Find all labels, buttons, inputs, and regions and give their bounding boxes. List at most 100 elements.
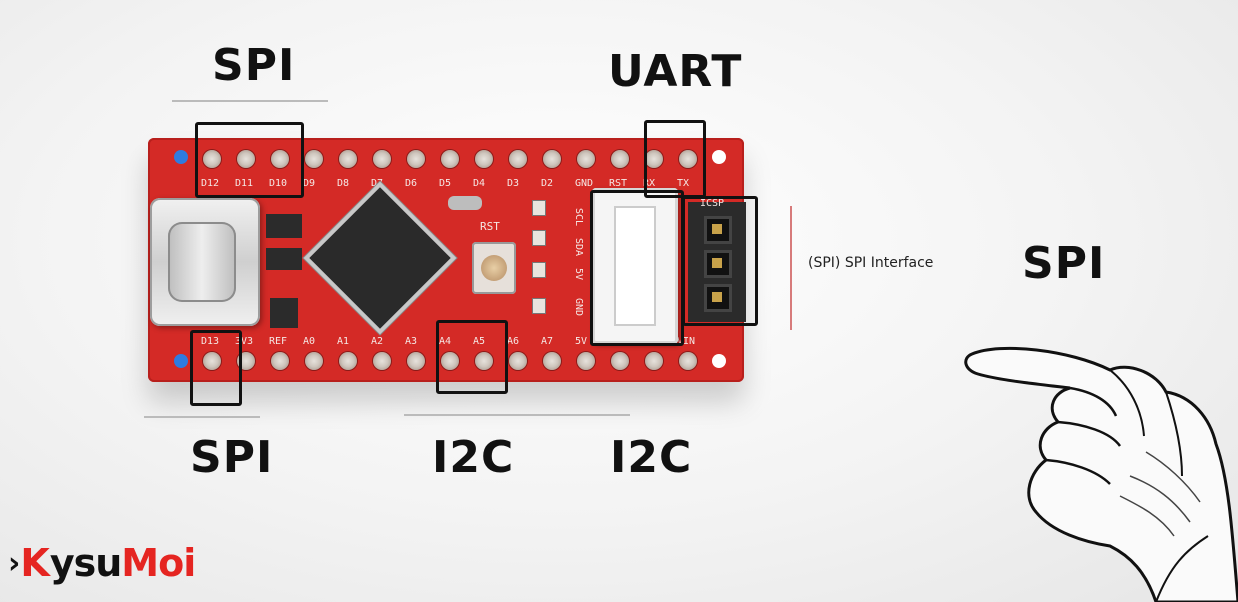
bottom-pin-a6 bbox=[509, 352, 527, 370]
spi-bottom-highlight-box bbox=[190, 330, 242, 406]
top-pin-d9 bbox=[305, 150, 323, 168]
top-pin-label: TX bbox=[677, 178, 690, 189]
top-pin-label: D11 bbox=[235, 178, 254, 189]
top-pin-label: D7 bbox=[371, 178, 384, 189]
bottom-pin-label: REF bbox=[269, 336, 288, 347]
top-pin-gnd bbox=[577, 150, 595, 168]
bottom-pin-label: A4 bbox=[439, 336, 452, 347]
bottom-pin-a0 bbox=[305, 352, 323, 370]
top-pin-tx bbox=[679, 150, 697, 168]
top-pin-d5 bbox=[441, 150, 459, 168]
top-pin-label: D8 bbox=[337, 178, 350, 189]
bottom-pin-label: A7 bbox=[541, 336, 554, 347]
bottom-pin-a2 bbox=[373, 352, 391, 370]
bottom-pin-gnd bbox=[645, 352, 663, 370]
bottom-pin-ref bbox=[271, 352, 289, 370]
i2c-connector bbox=[592, 188, 678, 344]
icsp-pin bbox=[704, 250, 732, 278]
bottom-pin-label: A0 bbox=[303, 336, 316, 347]
reset-button[interactable] bbox=[472, 242, 516, 294]
mount-hole-top-right bbox=[712, 150, 726, 164]
logo-text: ysuMoi bbox=[49, 541, 196, 585]
top-pin-d10 bbox=[271, 150, 289, 168]
bottom-pin-vin bbox=[679, 352, 697, 370]
top-pin-d12 bbox=[203, 150, 221, 168]
bottom-pin-label: 5V bbox=[575, 336, 588, 347]
bottom-pin-label: A3 bbox=[405, 336, 418, 347]
usb-c-connector bbox=[150, 198, 260, 326]
top-pin-d4 bbox=[475, 150, 493, 168]
led bbox=[532, 298, 546, 314]
kysumoi-logo: › K ysuMoi bbox=[8, 540, 196, 586]
logo-mark: K bbox=[20, 541, 50, 585]
bottom-pin-label: 3V3 bbox=[235, 336, 254, 347]
i2c-right-highlight-box bbox=[590, 190, 684, 346]
top-pin-label: GND bbox=[575, 178, 594, 189]
top-pin-label: RST bbox=[609, 178, 628, 189]
spi-top-bracket bbox=[172, 100, 328, 110]
usb-c-port bbox=[168, 222, 236, 302]
connector-label: 5V bbox=[573, 268, 584, 281]
smd-component bbox=[270, 298, 298, 328]
connector-slot bbox=[614, 206, 656, 326]
top-pin-d3 bbox=[509, 150, 527, 168]
bottom-pin-label: A1 bbox=[337, 336, 350, 347]
rst-label: RST bbox=[480, 220, 500, 233]
smd-component bbox=[266, 248, 302, 270]
icsp-label: ICSP bbox=[700, 198, 725, 209]
crystal bbox=[448, 196, 482, 210]
led bbox=[532, 262, 546, 278]
i2c-bottom-bracket bbox=[404, 414, 630, 424]
bottom-pin-label: A2 bbox=[371, 336, 384, 347]
mount-hole-bottom-right bbox=[712, 354, 726, 368]
top-pin-d6 bbox=[407, 150, 425, 168]
spi-bottom-label: SPI bbox=[190, 432, 274, 483]
icsp-header bbox=[688, 202, 746, 322]
top-pin-rst bbox=[611, 150, 629, 168]
mount-hole-top-left bbox=[174, 150, 188, 164]
spi-bottom-bracket bbox=[144, 416, 260, 426]
mount-hole-bottom-left bbox=[174, 354, 188, 368]
top-pin-label: D9 bbox=[303, 178, 316, 189]
led bbox=[532, 230, 546, 246]
logo-text-b: Moi bbox=[121, 541, 196, 585]
bottom-pin-d13 bbox=[203, 352, 221, 370]
bottom-pin-a7 bbox=[543, 352, 561, 370]
top-pin-label: D10 bbox=[269, 178, 288, 189]
spi-top-highlight-box bbox=[195, 122, 304, 198]
top-pin-label: RX bbox=[643, 178, 656, 189]
smd-component bbox=[266, 214, 302, 238]
top-pin-label: D12 bbox=[201, 178, 220, 189]
i2c-bottom-right-label: I2C bbox=[610, 432, 693, 483]
spi-right-label: SPI bbox=[1022, 238, 1106, 289]
bottom-pin-label: VIN bbox=[677, 336, 696, 347]
logo-arrow-icon: › bbox=[8, 545, 21, 581]
connector-label: SCL bbox=[573, 208, 584, 227]
bottom-pin-rst bbox=[611, 352, 629, 370]
pointing-hand-icon bbox=[964, 346, 1238, 602]
top-pin-label: D6 bbox=[405, 178, 418, 189]
bottom-pin-label: A6 bbox=[507, 336, 520, 347]
spi-interface-label: (SPI) SPI Interface bbox=[808, 255, 934, 271]
top-pin-d11 bbox=[237, 150, 255, 168]
top-pin-d2 bbox=[543, 150, 561, 168]
logo-text-a: ysu bbox=[49, 541, 122, 585]
top-pin-label: D5 bbox=[439, 178, 452, 189]
top-pin-d8 bbox=[339, 150, 357, 168]
bottom-pin-5v bbox=[577, 352, 595, 370]
bottom-pin-a5 bbox=[475, 352, 493, 370]
bottom-pin-a3 bbox=[407, 352, 425, 370]
uart-highlight-box bbox=[644, 120, 706, 198]
top-pin-label: D4 bbox=[473, 178, 486, 189]
icsp-highlight-box bbox=[682, 196, 758, 326]
connector-label: GND bbox=[573, 298, 584, 317]
spi-top-label: SPI bbox=[212, 40, 296, 91]
bottom-pin-a1 bbox=[339, 352, 357, 370]
icsp-pin bbox=[704, 284, 732, 312]
led bbox=[532, 200, 546, 216]
icsp-pin bbox=[704, 216, 732, 244]
connector-label: SDA bbox=[573, 238, 584, 257]
bottom-pin-label: D13 bbox=[201, 336, 220, 347]
bottom-pin-label: A5 bbox=[473, 336, 486, 347]
top-pin-label: D2 bbox=[541, 178, 554, 189]
